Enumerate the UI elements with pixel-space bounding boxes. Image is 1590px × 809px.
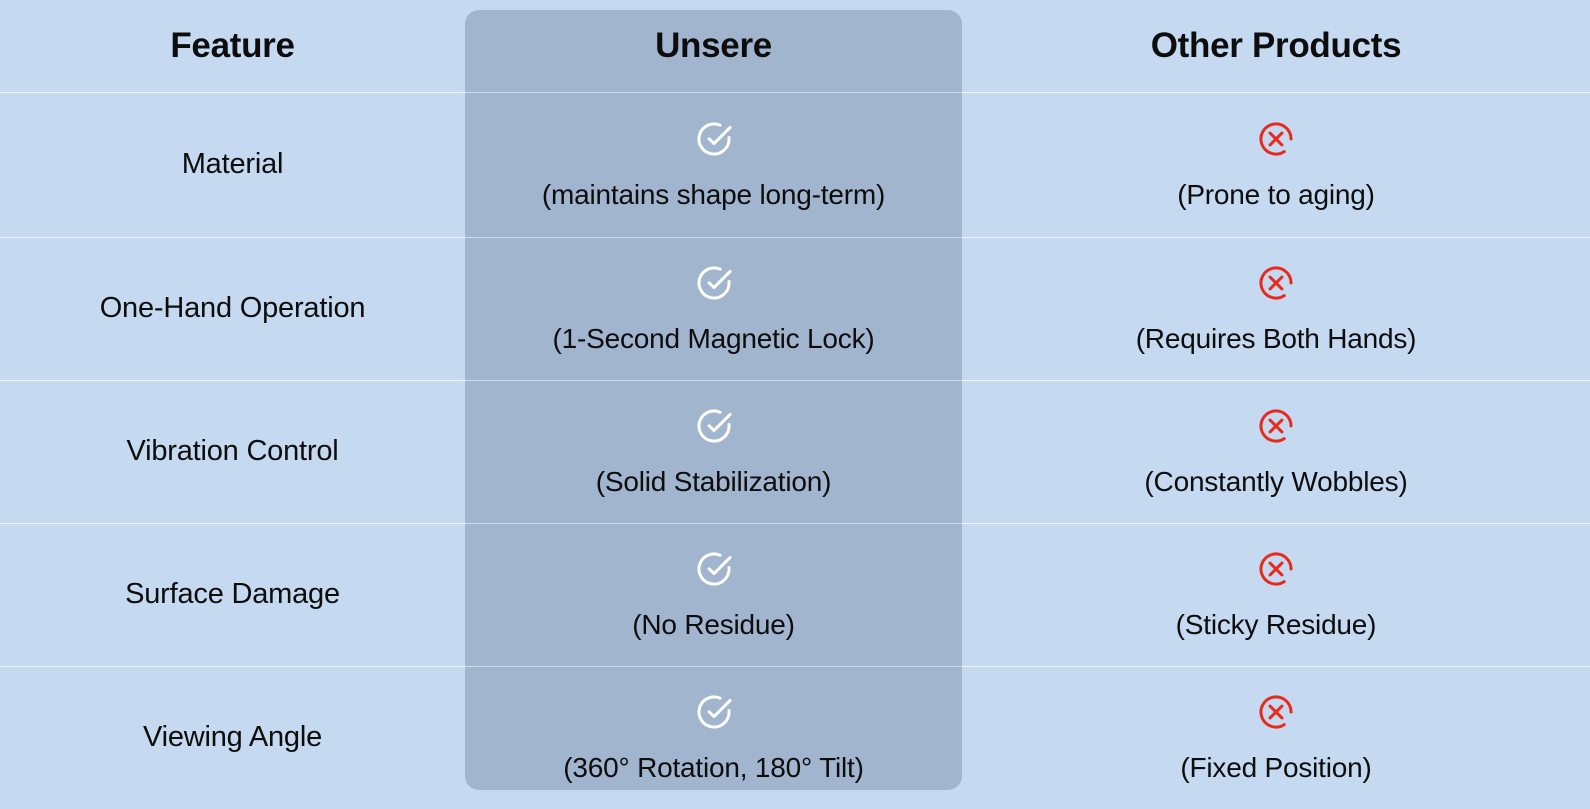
x-circle-icon	[1255, 405, 1297, 447]
header-unsere-label: Unsere	[655, 25, 772, 65]
feature-label: Material	[181, 148, 284, 181]
value-caption: (360° Rotation, 180° Tilt)	[563, 751, 864, 783]
table-row: (Prone to aging)	[962, 92, 1590, 237]
x-circle-icon	[1255, 548, 1297, 590]
check-circle-icon	[693, 118, 735, 160]
feature-label: Viewing Angle	[142, 721, 323, 754]
table-row: One-Hand Operation	[0, 237, 465, 380]
table-row: (1-Second Magnetic Lock)	[465, 237, 962, 380]
check-circle-icon	[693, 691, 735, 733]
x-circle-icon	[1255, 118, 1297, 160]
table-row: (360° Rotation, 180° Tilt)	[465, 666, 962, 809]
table-row: (Sticky Residue)	[962, 523, 1590, 666]
table-row: Material	[0, 92, 465, 237]
header-feature: Feature	[0, 0, 465, 92]
table-row: Vibration Control	[0, 380, 465, 523]
table-row: Viewing Angle	[0, 666, 465, 809]
header-other-products-label: Other Products	[1150, 25, 1402, 65]
value-caption: (maintains shape long-term)	[541, 178, 886, 210]
header-unsere: Unsere	[465, 0, 962, 92]
value-caption: (Sticky Residue)	[1175, 608, 1377, 640]
value-caption: (Prone to aging)	[1177, 178, 1375, 210]
value-caption: (Solid Stabilization)	[595, 465, 832, 497]
table-row: (Fixed Position)	[962, 666, 1590, 809]
value-caption: (Requires Both Hands)	[1135, 322, 1417, 354]
table-row: (No Residue)	[465, 523, 962, 666]
feature-label: One-Hand Operation	[99, 292, 366, 325]
x-circle-icon	[1255, 262, 1297, 304]
x-circle-icon	[1255, 691, 1297, 733]
check-circle-icon	[693, 405, 735, 447]
table-row: Surface Damage	[0, 523, 465, 666]
table-row: (Solid Stabilization)	[465, 380, 962, 523]
value-caption: (Fixed Position)	[1180, 751, 1372, 783]
value-caption: (No Residue)	[632, 608, 795, 640]
check-circle-icon	[693, 262, 735, 304]
header-feature-label: Feature	[170, 25, 295, 65]
value-caption: (Constantly Wobbles)	[1144, 465, 1408, 497]
value-caption: (1-Second Magnetic Lock)	[552, 322, 875, 354]
table-row: (Constantly Wobbles)	[962, 380, 1590, 523]
table-row: (Requires Both Hands)	[962, 237, 1590, 380]
feature-label: Surface Damage	[125, 578, 340, 611]
header-other-products: Other Products	[962, 0, 1590, 92]
check-circle-icon	[693, 548, 735, 590]
table-row: (maintains shape long-term)	[465, 92, 962, 237]
highlighted-column-panel	[465, 10, 962, 790]
feature-label: Vibration Control	[126, 435, 339, 468]
